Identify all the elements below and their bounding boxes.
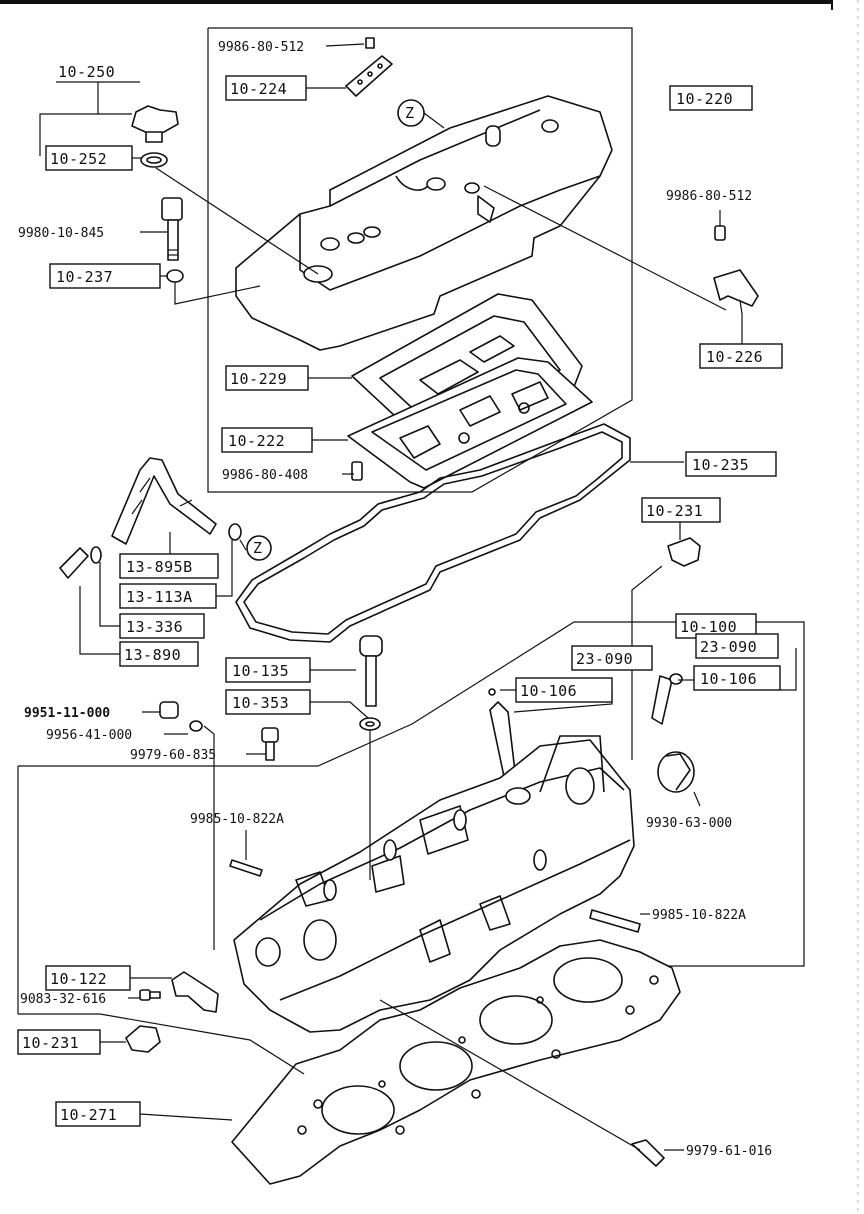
valve-guide-left (488, 688, 517, 787)
valve-guide-right (651, 673, 683, 725)
label-box-p15 (119, 583, 217, 609)
stud-right (589, 909, 641, 933)
label-box-p12 (685, 451, 777, 477)
label-box-p33 (17, 1029, 101, 1055)
cam-cap-plug-top (667, 537, 701, 567)
rocker-cover-seal (235, 423, 631, 643)
stud-bolt (261, 727, 279, 761)
label-box-p17 (119, 641, 199, 667)
cam-cap-plug-bottom (125, 1025, 161, 1053)
z-marker-label-2: Z (253, 539, 263, 557)
bracket (713, 269, 759, 307)
bolt-washer (166, 269, 184, 283)
gasket-screw (351, 461, 363, 481)
label-p22: 10-106 (700, 670, 757, 688)
label-box-p22 (693, 665, 781, 691)
label-p15: 13-113A (126, 588, 193, 606)
cap-gasket (140, 152, 168, 168)
label-p4: 10-252 (50, 150, 107, 168)
label-box-p34 (55, 1101, 141, 1127)
label-p3: 10-250 (58, 63, 115, 81)
label-p20: 23-090 (700, 638, 757, 656)
oil-filler-cap (131, 105, 179, 143)
label-p21: 10-106 (520, 682, 577, 700)
baffle-screw (365, 37, 375, 49)
label-box-p19 (571, 645, 653, 671)
label-p34: 10-271 (60, 1106, 117, 1124)
z-marker-top: Z (397, 99, 445, 129)
label-p6: 10-237 (56, 268, 113, 286)
label-p27: 9979-60-835 (130, 748, 216, 763)
label-box-p21 (515, 677, 613, 703)
head-gasket (231, 939, 681, 1185)
label-p8: 10-226 (706, 348, 763, 366)
label-p18: 10-100 (680, 618, 737, 636)
label-box-p2 (225, 75, 307, 101)
oil-plug (159, 701, 179, 719)
z-marker-label: Z (405, 104, 415, 122)
head-group-frame (17, 621, 805, 1014)
head-bracket (171, 971, 219, 1013)
bracket-bolt (139, 989, 161, 1001)
label-box-p10 (221, 427, 313, 453)
label-box-p4 (45, 145, 133, 171)
label-p26: 9956-41-000 (46, 728, 132, 743)
pcv-valve (59, 547, 89, 579)
label-box-p14 (119, 553, 219, 579)
label-box-p6 (49, 263, 161, 289)
head-bolt (359, 635, 383, 707)
label-p1: 9986-80-512 (218, 40, 304, 55)
label-box-p31 (45, 965, 131, 991)
label-p35: 9979-61-016 (686, 1144, 772, 1159)
label-p14: 13-895B (126, 558, 193, 576)
label-p31: 10-122 (50, 970, 107, 988)
label-p24: 10-353 (232, 694, 289, 712)
stud-left (229, 859, 263, 877)
label-p32: 9083-32-616 (20, 992, 106, 1007)
label-p28: 9930-63-000 (646, 816, 732, 831)
pcv-grommet (90, 546, 102, 564)
label-p12: 10-235 (692, 456, 749, 474)
label-box-p23 (225, 657, 311, 683)
label-p30: 9985-10-822A (652, 908, 746, 923)
cylinder-head (233, 735, 635, 1033)
plug-gasket (189, 720, 203, 732)
hose-clamp-ring (228, 523, 242, 541)
label-p13: 10-231 (646, 502, 703, 520)
label-p5: 9980-10-845 (18, 226, 104, 241)
part-labels: 9986-80-512 10-224 10-250 10-252 9980-10… (17, 40, 783, 1159)
bracket-screw (714, 225, 726, 241)
head-bolt-washer (359, 717, 381, 731)
cover-gasket-lower (347, 357, 593, 489)
label-p9: 10-229 (230, 370, 287, 388)
label-p7: 9986-80-512 (666, 189, 752, 204)
label-box-p13 (641, 497, 721, 523)
label-p17: 13-890 (124, 646, 181, 664)
label-p33: 10-231 (22, 1034, 79, 1052)
label-box-p20 (695, 633, 779, 659)
label-box-group (669, 85, 753, 111)
label-p23: 10-135 (232, 662, 289, 680)
label-p25: 9951-11-000 (24, 706, 110, 721)
breather-hose (111, 457, 217, 545)
manifold-bolt (631, 1139, 665, 1167)
baffle-plate (345, 55, 393, 97)
cover-group-frame (207, 27, 633, 493)
label-p16: 13-336 (126, 618, 183, 636)
label-box-p24 (225, 689, 311, 715)
label-p19: 23-090 (576, 650, 633, 668)
label-p11: 9986-80-408 (222, 468, 308, 483)
cover-bolt (161, 197, 183, 261)
group-label: 10-220 (676, 90, 733, 108)
cup-plug (657, 751, 695, 793)
label-box-p16 (119, 613, 205, 639)
z-marker-left: Z (246, 535, 272, 561)
label-p10: 10-222 (228, 432, 285, 450)
label-box-p9 (225, 365, 309, 391)
label-p29: 9985-10-822A (190, 812, 284, 827)
label-p2: 10-224 (230, 80, 287, 98)
label-box-p8 (699, 343, 783, 369)
